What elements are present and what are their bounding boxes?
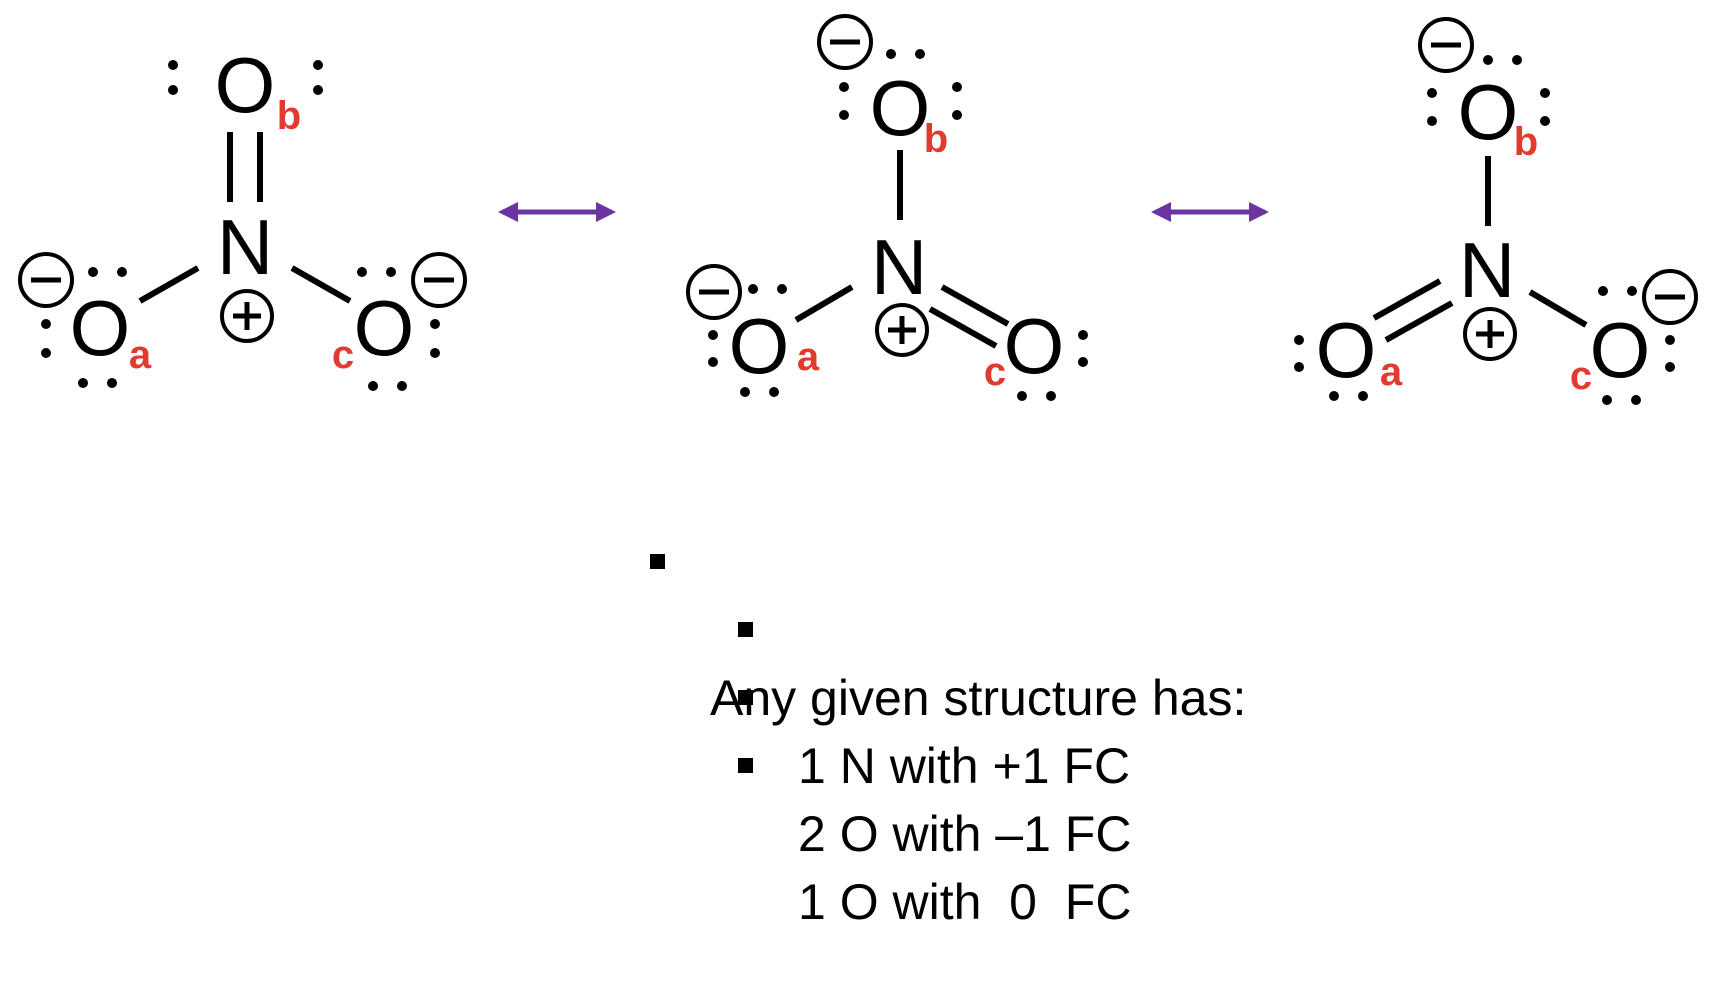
bullet-icon bbox=[738, 758, 753, 773]
plus-charge-icon bbox=[875, 303, 929, 357]
label-c: c bbox=[984, 350, 1006, 394]
minus-charge-icon bbox=[18, 252, 74, 308]
oxygen-atom-a: O bbox=[729, 302, 790, 390]
list-item: Any given structure has: bbox=[650, 528, 1246, 726]
structure-2: N O O O b a c bbox=[686, 14, 1088, 401]
notes-heading: Any given structure has: bbox=[710, 670, 1247, 726]
nitrogen-atom: N bbox=[1459, 226, 1515, 314]
plus-charge-icon bbox=[1463, 307, 1517, 361]
label-c: c bbox=[1570, 354, 1592, 398]
minus-charge-icon bbox=[411, 252, 467, 308]
label-c: c bbox=[332, 333, 354, 377]
nitrogen-atom: N bbox=[871, 223, 927, 311]
note-item: 1 N with +1 FC bbox=[798, 738, 1131, 794]
label-b: b bbox=[1514, 120, 1538, 164]
structure-1: N O O O b a c bbox=[18, 41, 467, 391]
label-b: b bbox=[277, 94, 301, 138]
minus-charge-icon bbox=[686, 264, 742, 320]
label-a: a bbox=[1380, 350, 1403, 394]
label-a: a bbox=[797, 335, 820, 379]
plus-charge-icon bbox=[220, 289, 274, 343]
double-bond-n-oc bbox=[928, 306, 998, 349]
single-bond-n-oa bbox=[138, 265, 200, 304]
oxygen-atom-a: O bbox=[70, 284, 131, 372]
double-bond-n-oc bbox=[940, 284, 1010, 327]
single-bond-n-oc bbox=[290, 265, 352, 304]
list-item: 2 O with –1 FC bbox=[650, 664, 1131, 862]
note-item: 1 O with 0 FC bbox=[798, 874, 1132, 930]
label-b: b bbox=[924, 117, 948, 161]
oxygen-atom-a: O bbox=[1316, 306, 1377, 394]
minus-charge-icon bbox=[1642, 269, 1698, 325]
lone-pairs bbox=[708, 49, 1088, 401]
minus-charge-icon bbox=[1418, 17, 1474, 73]
label-a: a bbox=[129, 333, 152, 377]
lone-pairs bbox=[41, 60, 440, 391]
double-bond-n-oa bbox=[1372, 278, 1442, 321]
oxygen-atom-b: O bbox=[1458, 68, 1519, 156]
oxygen-atom-c: O bbox=[1590, 306, 1651, 394]
list-item: 1 O with 0 FC bbox=[650, 732, 1131, 930]
notes-list: Any given structure has: 1 N with +1 FC … bbox=[650, 528, 1246, 930]
bullet-icon bbox=[738, 622, 753, 637]
nitrogen-atom: N bbox=[217, 203, 273, 291]
double-bond-n-oa bbox=[1384, 300, 1454, 343]
oxygen-atom-b: O bbox=[215, 41, 276, 129]
resonance-diagram: N O O O b a c bbox=[18, 14, 1698, 405]
oxygen-atom-c: O bbox=[1004, 302, 1065, 390]
oxygen-atom-c: O bbox=[354, 284, 415, 372]
bullet-icon bbox=[650, 554, 665, 569]
lone-pairs bbox=[1294, 55, 1675, 405]
structure-3: N O O O b a c bbox=[1294, 17, 1698, 405]
single-bond-n-oc bbox=[1528, 289, 1588, 328]
single-bond-n-oa bbox=[794, 284, 854, 323]
list-item: 1 N with +1 FC bbox=[650, 596, 1130, 794]
oxygen-atom-b: O bbox=[870, 64, 931, 152]
bullet-icon bbox=[738, 690, 753, 705]
minus-charge-icon bbox=[817, 14, 873, 70]
note-item: 2 O with –1 FC bbox=[798, 806, 1132, 862]
